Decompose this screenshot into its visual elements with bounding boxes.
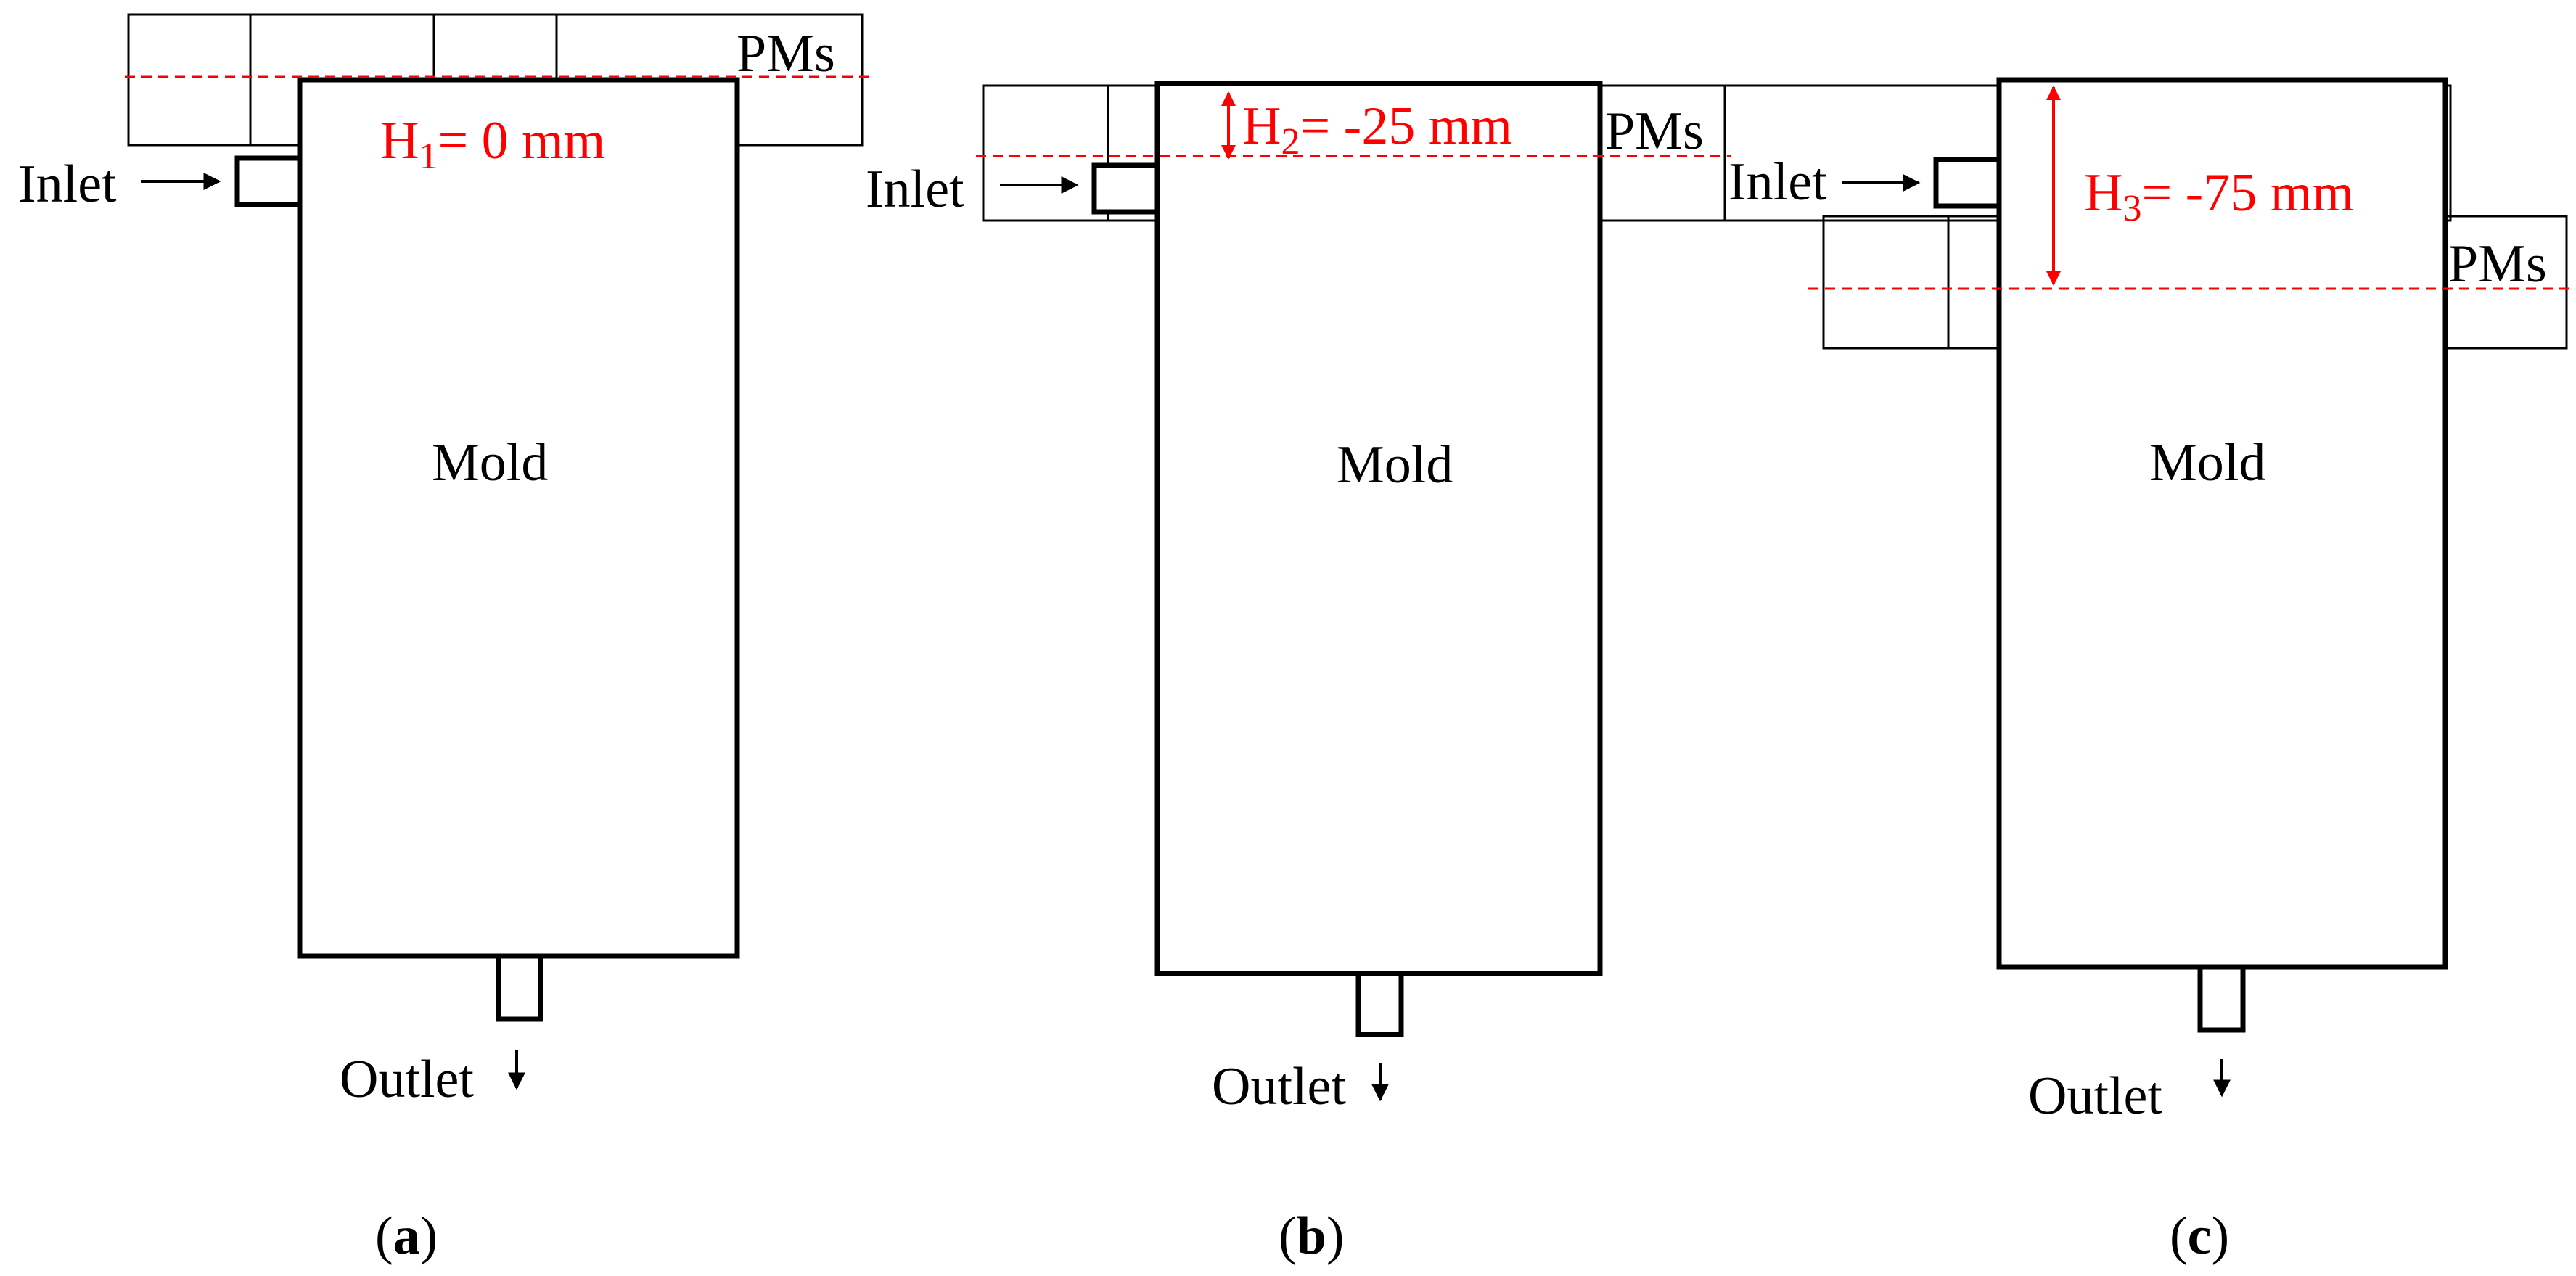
- outlet-label-a: Outlet: [340, 1050, 474, 1109]
- height-letter: H: [1242, 96, 1281, 156]
- height-value: = 0 mm: [438, 111, 605, 170]
- height-label-c: H3= -75 mm: [2084, 163, 2354, 229]
- mold-body-b: [1154, 81, 1603, 976]
- magnets-label-b: PMs: [1605, 102, 1704, 161]
- height-subscript: 3: [2122, 188, 2141, 229]
- magnets-label-c: PMs: [2448, 234, 2547, 294]
- caption-open: (: [2170, 1206, 2188, 1266]
- height-letter: H: [380, 111, 419, 170]
- inlet-label-a: Inlet: [18, 155, 117, 214]
- magnet-block-right-b: [1599, 84, 1726, 222]
- caption-letter: c: [2188, 1206, 2212, 1266]
- mold-body-a: [297, 77, 740, 959]
- outlet-nozzle-a: [496, 953, 543, 1022]
- caption-open: (: [375, 1206, 393, 1266]
- magnets-label-a: PMs: [737, 24, 835, 83]
- outlet-label-b: Outlet: [1212, 1057, 1346, 1116]
- mold-body-c: [1996, 77, 2448, 970]
- inlet-nozzle-b: [1091, 162, 1160, 215]
- height-subscript: 2: [1281, 121, 1300, 162]
- mold-label-b: Mold: [1337, 435, 1453, 495]
- height-label-b: H2= -25 mm: [1242, 96, 1512, 162]
- caption-letter: b: [1297, 1206, 1326, 1266]
- panel-a: PMs Inlet Mold Outlet H1= 0 mm (a): [18, 13, 871, 1266]
- caption-close: ): [2212, 1206, 2230, 1266]
- caption-a: (a): [375, 1206, 438, 1266]
- height-label-a: H1= 0 mm: [380, 111, 605, 177]
- caption-b: (b): [1279, 1206, 1344, 1266]
- outlet-nozzle-b: [1355, 971, 1404, 1037]
- caption-c: (c): [2170, 1206, 2229, 1266]
- caption-close: ): [1326, 1206, 1345, 1266]
- inlet-label-c: Inlet: [1728, 152, 1827, 212]
- panel-b: PMs Inlet Mold Outlet H2= -25 mm (b): [866, 81, 2452, 1266]
- mold-label-c: Mold: [2149, 433, 2265, 493]
- height-value: = -75 mm: [2141, 163, 2354, 223]
- caption-letter: a: [393, 1206, 420, 1266]
- inlet-label-b: Inlet: [866, 160, 964, 219]
- height-letter: H: [2084, 163, 2122, 223]
- height-subscript: 1: [419, 136, 438, 177]
- inlet-nozzle-a: [234, 155, 303, 207]
- caption-close: ): [420, 1206, 438, 1266]
- caption-open: (: [1279, 1206, 1297, 1266]
- inlet-nozzle-c: [1933, 157, 2002, 209]
- panel-c: PMs Inlet Mold Outlet H3= -75 mm (c): [1728, 77, 2569, 1266]
- height-value: = -25 mm: [1300, 96, 1512, 156]
- magnet-block-right-c: [2445, 215, 2568, 350]
- mold-label-a: Mold: [432, 433, 548, 493]
- outlet-label-c: Outlet: [2028, 1066, 2162, 1126]
- outlet-nozzle-c: [2197, 964, 2246, 1033]
